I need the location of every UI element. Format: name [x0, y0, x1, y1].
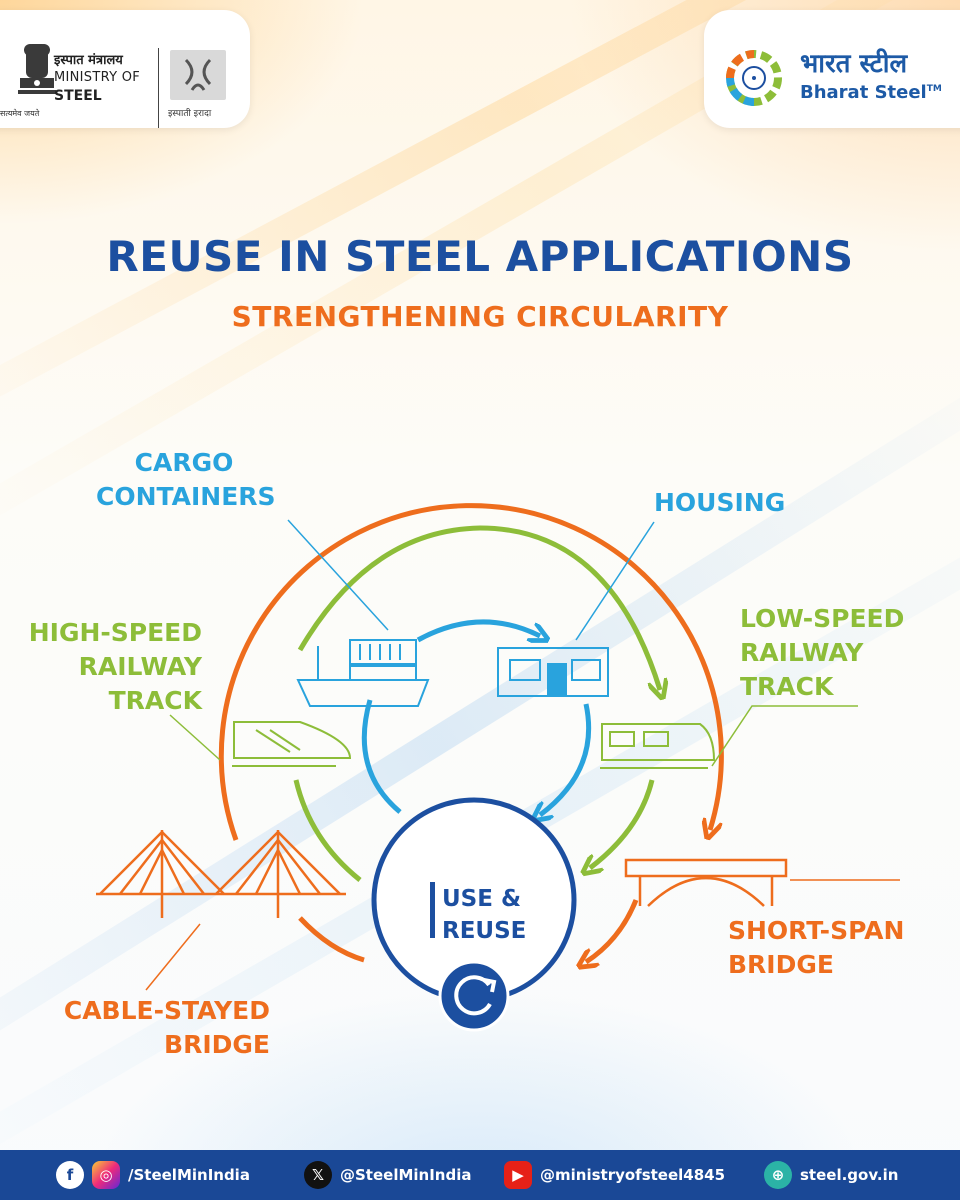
ispat-irada-text: इस्पाती इरादा — [168, 109, 212, 119]
center-line2: REUSE — [442, 918, 526, 944]
cargo-leader — [287, 519, 389, 631]
cargo-containers-label: CARGO — [134, 448, 234, 477]
youtube-icon[interactable]: ▶ — [504, 1161, 532, 1189]
bharat-steel-english: Bharat SteelTM — [800, 82, 942, 103]
x-handle-text[interactable]: @SteelMinIndia — [340, 1166, 472, 1184]
cargo-containers-label-line2: CONTAINERS — [96, 482, 276, 511]
x-icon[interactable]: 𝕏 — [304, 1161, 332, 1189]
national-emblem-icon — [18, 44, 56, 94]
short-span-bridge-label: SHORT-SPAN BRIDGE — [728, 916, 905, 979]
youtube-link[interactable]: ▶ @ministryofsteel4845 — [504, 1150, 725, 1200]
green-lower-left-arc — [293, 779, 362, 882]
globe-icon[interactable]: ⊕ — [764, 1161, 792, 1189]
bharat-steel-hindi: भारत स्टील — [800, 49, 908, 79]
x-link[interactable]: 𝕏 @SteelMinIndia — [304, 1150, 471, 1200]
cable-leader — [145, 923, 201, 991]
ministry-name-hindi: इस्पात मंत्रालय — [54, 53, 123, 68]
ministry-name-line1: MINISTRY OF — [54, 70, 141, 85]
inner-blue-top-arc — [416, 619, 540, 640]
inner-blue-left-arc — [361, 699, 402, 814]
instagram-icon[interactable]: ◎ — [92, 1161, 120, 1189]
header-divider — [158, 48, 159, 128]
circularity-diagram: USE & REUSE — [96, 503, 900, 1032]
highspeed-leader — [169, 714, 221, 761]
page-title: REUSE IN STEEL APPLICATIONS — [106, 232, 854, 281]
middle-green-arc — [297, 525, 660, 690]
high-speed-railway-label: HIGH-SPEED RAILWAY TRACK — [28, 618, 202, 715]
reuse-badge — [438, 960, 510, 1032]
outer-orange-arc — [218, 503, 724, 840]
bharat-steel-logo-card: भारत स्टील Bharat SteelTM — [704, 10, 960, 128]
orange-lower-left-arc — [298, 916, 365, 963]
center-line1: USE & — [442, 886, 521, 912]
housing-label: HOUSING — [654, 488, 786, 517]
social-footer: f ◎ /SteelMinIndia 𝕏 @SteelMinIndia ▶ @m… — [0, 1150, 960, 1200]
youtube-handle-text[interactable]: @ministryofsteel4845 — [540, 1166, 726, 1184]
page-subtitle: STRENGTHENING CIRCULARITY — [231, 300, 729, 333]
low-speed-railway-label: LOW-SPEED RAILWAY TRACK — [740, 604, 905, 701]
low-speed-train-icon — [600, 723, 716, 769]
high-speed-train-icon — [232, 721, 352, 767]
website-link[interactable]: ⊕ steel.gov.in — [764, 1150, 898, 1200]
social-handle-text[interactable]: /SteelMinIndia — [128, 1166, 250, 1184]
green-lower-right-arc — [590, 779, 655, 868]
cargo-ship-icon — [296, 639, 430, 707]
housing-leader — [575, 521, 655, 641]
use-reuse-bar — [430, 882, 435, 938]
housing-container-icon — [497, 647, 609, 697]
orange-lower-right-arc — [586, 899, 639, 962]
cable-stayed-bridge-label: CABLE-STAYED BRIDGE — [63, 996, 270, 1059]
short-span-bridge-icon — [624, 858, 788, 907]
trademark: TM — [926, 84, 942, 94]
website-text[interactable]: steel.gov.in — [800, 1166, 899, 1184]
ispat-irada-logo — [170, 50, 226, 100]
refresh-icon — [454, 975, 497, 1016]
inner-blue-right-arc — [540, 703, 592, 815]
motto-text: सत्यमेव जयते — [0, 109, 40, 118]
ispat-irada-icon — [184, 58, 212, 91]
ministry-logo-card: इस्पात मंत्रालय MINISTRY OF STEEL सत्यमे… — [0, 10, 250, 128]
facebook-icon[interactable]: f — [56, 1161, 84, 1189]
ministry-name-line2: STEEL — [54, 88, 102, 104]
cable-stayed-bridge-icon — [96, 830, 346, 918]
lowspeed-leader — [711, 705, 858, 767]
social-fb-insta[interactable]: f ◎ /SteelMinIndia — [56, 1150, 250, 1200]
bharat-steel-gear-icon — [726, 50, 782, 106]
